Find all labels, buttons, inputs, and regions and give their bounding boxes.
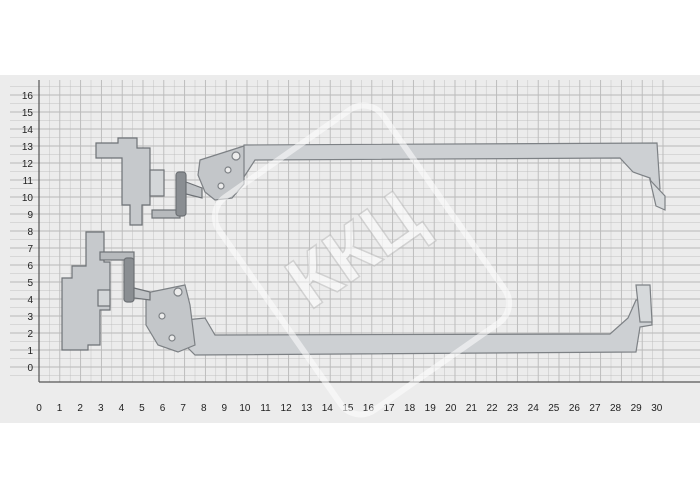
x-tick-label: 7: [180, 403, 186, 414]
x-tick-label: 30: [651, 403, 663, 414]
x-tick-label: 27: [589, 403, 601, 414]
x-tick-label: 5: [139, 403, 145, 414]
y-tick-label: 14: [22, 125, 34, 136]
x-tick-label: 24: [528, 403, 540, 414]
x-tick-label: 0: [36, 403, 42, 414]
x-tick-label: 14: [322, 403, 334, 414]
y-tick-label: 16: [22, 91, 34, 102]
x-tick-label: 10: [239, 403, 251, 414]
y-tick-label: 3: [27, 312, 33, 323]
x-tick-label: 18: [404, 403, 416, 414]
x-tick-label: 25: [548, 403, 560, 414]
y-tick-label: 4: [27, 295, 33, 306]
x-tick-label: 13: [301, 403, 313, 414]
x-tick-label: 19: [425, 403, 437, 414]
y-tick-label: 1: [27, 346, 33, 357]
y-tick-label: 10: [22, 193, 34, 204]
x-tick-label: 28: [610, 403, 622, 414]
x-tick-label: 9: [222, 403, 228, 414]
top-hinge-arm: [95, 137, 203, 226]
x-tick-label: 17: [384, 403, 396, 414]
x-tick-label: 4: [119, 403, 125, 414]
x-tick-label: 8: [201, 403, 207, 414]
bottom-hinge-arm: [61, 231, 151, 351]
x-tick-label: 23: [507, 403, 519, 414]
x-tick-label: 11: [260, 403, 271, 414]
x-tick-label: 22: [486, 403, 498, 414]
y-tick-label: 5: [27, 278, 33, 289]
x-tick-label: 12: [281, 403, 293, 414]
x-tick-label: 1: [57, 403, 63, 414]
top-long-bracket: [197, 142, 666, 211]
x-tick-label: 2: [77, 403, 83, 414]
y-tick-label: 7: [27, 244, 33, 255]
x-tick-label: 6: [160, 403, 166, 414]
x-tick-label: 29: [631, 403, 643, 414]
y-tick-label: 9: [27, 210, 33, 221]
x-tick-label: 26: [569, 403, 581, 414]
x-tick-label: 21: [466, 403, 478, 414]
grid-lines: [10, 80, 700, 383]
y-tick-label: 15: [22, 108, 34, 119]
y-tick-label: 0: [27, 363, 33, 374]
x-tick-label: 3: [98, 403, 104, 414]
x-tick-label: 20: [445, 403, 457, 414]
y-tick-label: 11: [23, 176, 34, 187]
y-tick-label: 12: [22, 159, 34, 170]
y-tick-label: 6: [27, 261, 33, 272]
y-tick-label: 2: [27, 329, 33, 340]
x-tick-label: 16: [363, 403, 375, 414]
y-tick-label: 13: [22, 142, 34, 153]
grid-paper: [0, 75, 700, 423]
bottom-long-bracket: [145, 284, 653, 356]
y-tick-label: 8: [27, 227, 33, 238]
